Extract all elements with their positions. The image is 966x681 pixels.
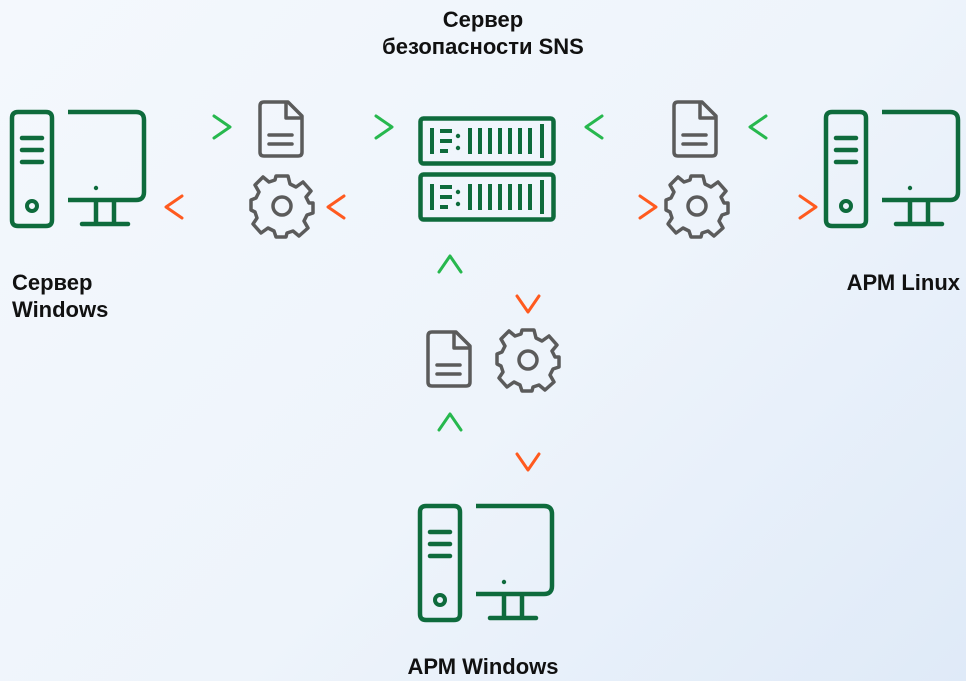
arrow-icon <box>584 114 652 140</box>
arrow-icon <box>330 114 394 140</box>
security-server-label-line2: безопасности SNS <box>382 34 584 59</box>
arrow-icon <box>164 194 230 220</box>
gear-icon <box>249 174 315 239</box>
security-server-label-line1: Сервер <box>442 7 524 32</box>
document-icon <box>258 100 304 158</box>
document-icon <box>426 330 472 388</box>
gear-icon <box>495 328 561 393</box>
arrow-icon <box>326 194 392 220</box>
arrow-icon <box>748 194 818 220</box>
windows-server-label: Сервер Windows <box>12 269 108 323</box>
windows-server-workstation-icon <box>12 112 144 226</box>
document-icon <box>672 100 718 158</box>
arm-linux-label-text: АРМ Linux <box>846 270 960 295</box>
windows-server-label-line1: Сервер <box>12 270 93 295</box>
gear-icon <box>664 174 730 239</box>
arm-windows-workstation-icon <box>420 506 552 620</box>
arrow-icon <box>168 114 232 140</box>
arm-windows-label: АРМ Windows <box>0 653 966 680</box>
arrow-icon <box>515 414 541 472</box>
arm-windows-label-text: АРМ Windows <box>407 654 559 679</box>
arrow-icon <box>748 114 816 140</box>
arrow-icon <box>437 412 463 472</box>
windows-server-label-line2: Windows <box>12 297 109 322</box>
arrow-icon <box>586 194 658 220</box>
arm-linux-label: АРМ Linux <box>847 269 960 296</box>
security-server-label: Сервер безопасности SNS <box>0 6 966 60</box>
security-server-icon <box>421 119 554 220</box>
arrow-icon <box>437 254 463 318</box>
arrow-icon <box>515 258 541 314</box>
arm-linux-workstation-icon <box>826 112 958 226</box>
